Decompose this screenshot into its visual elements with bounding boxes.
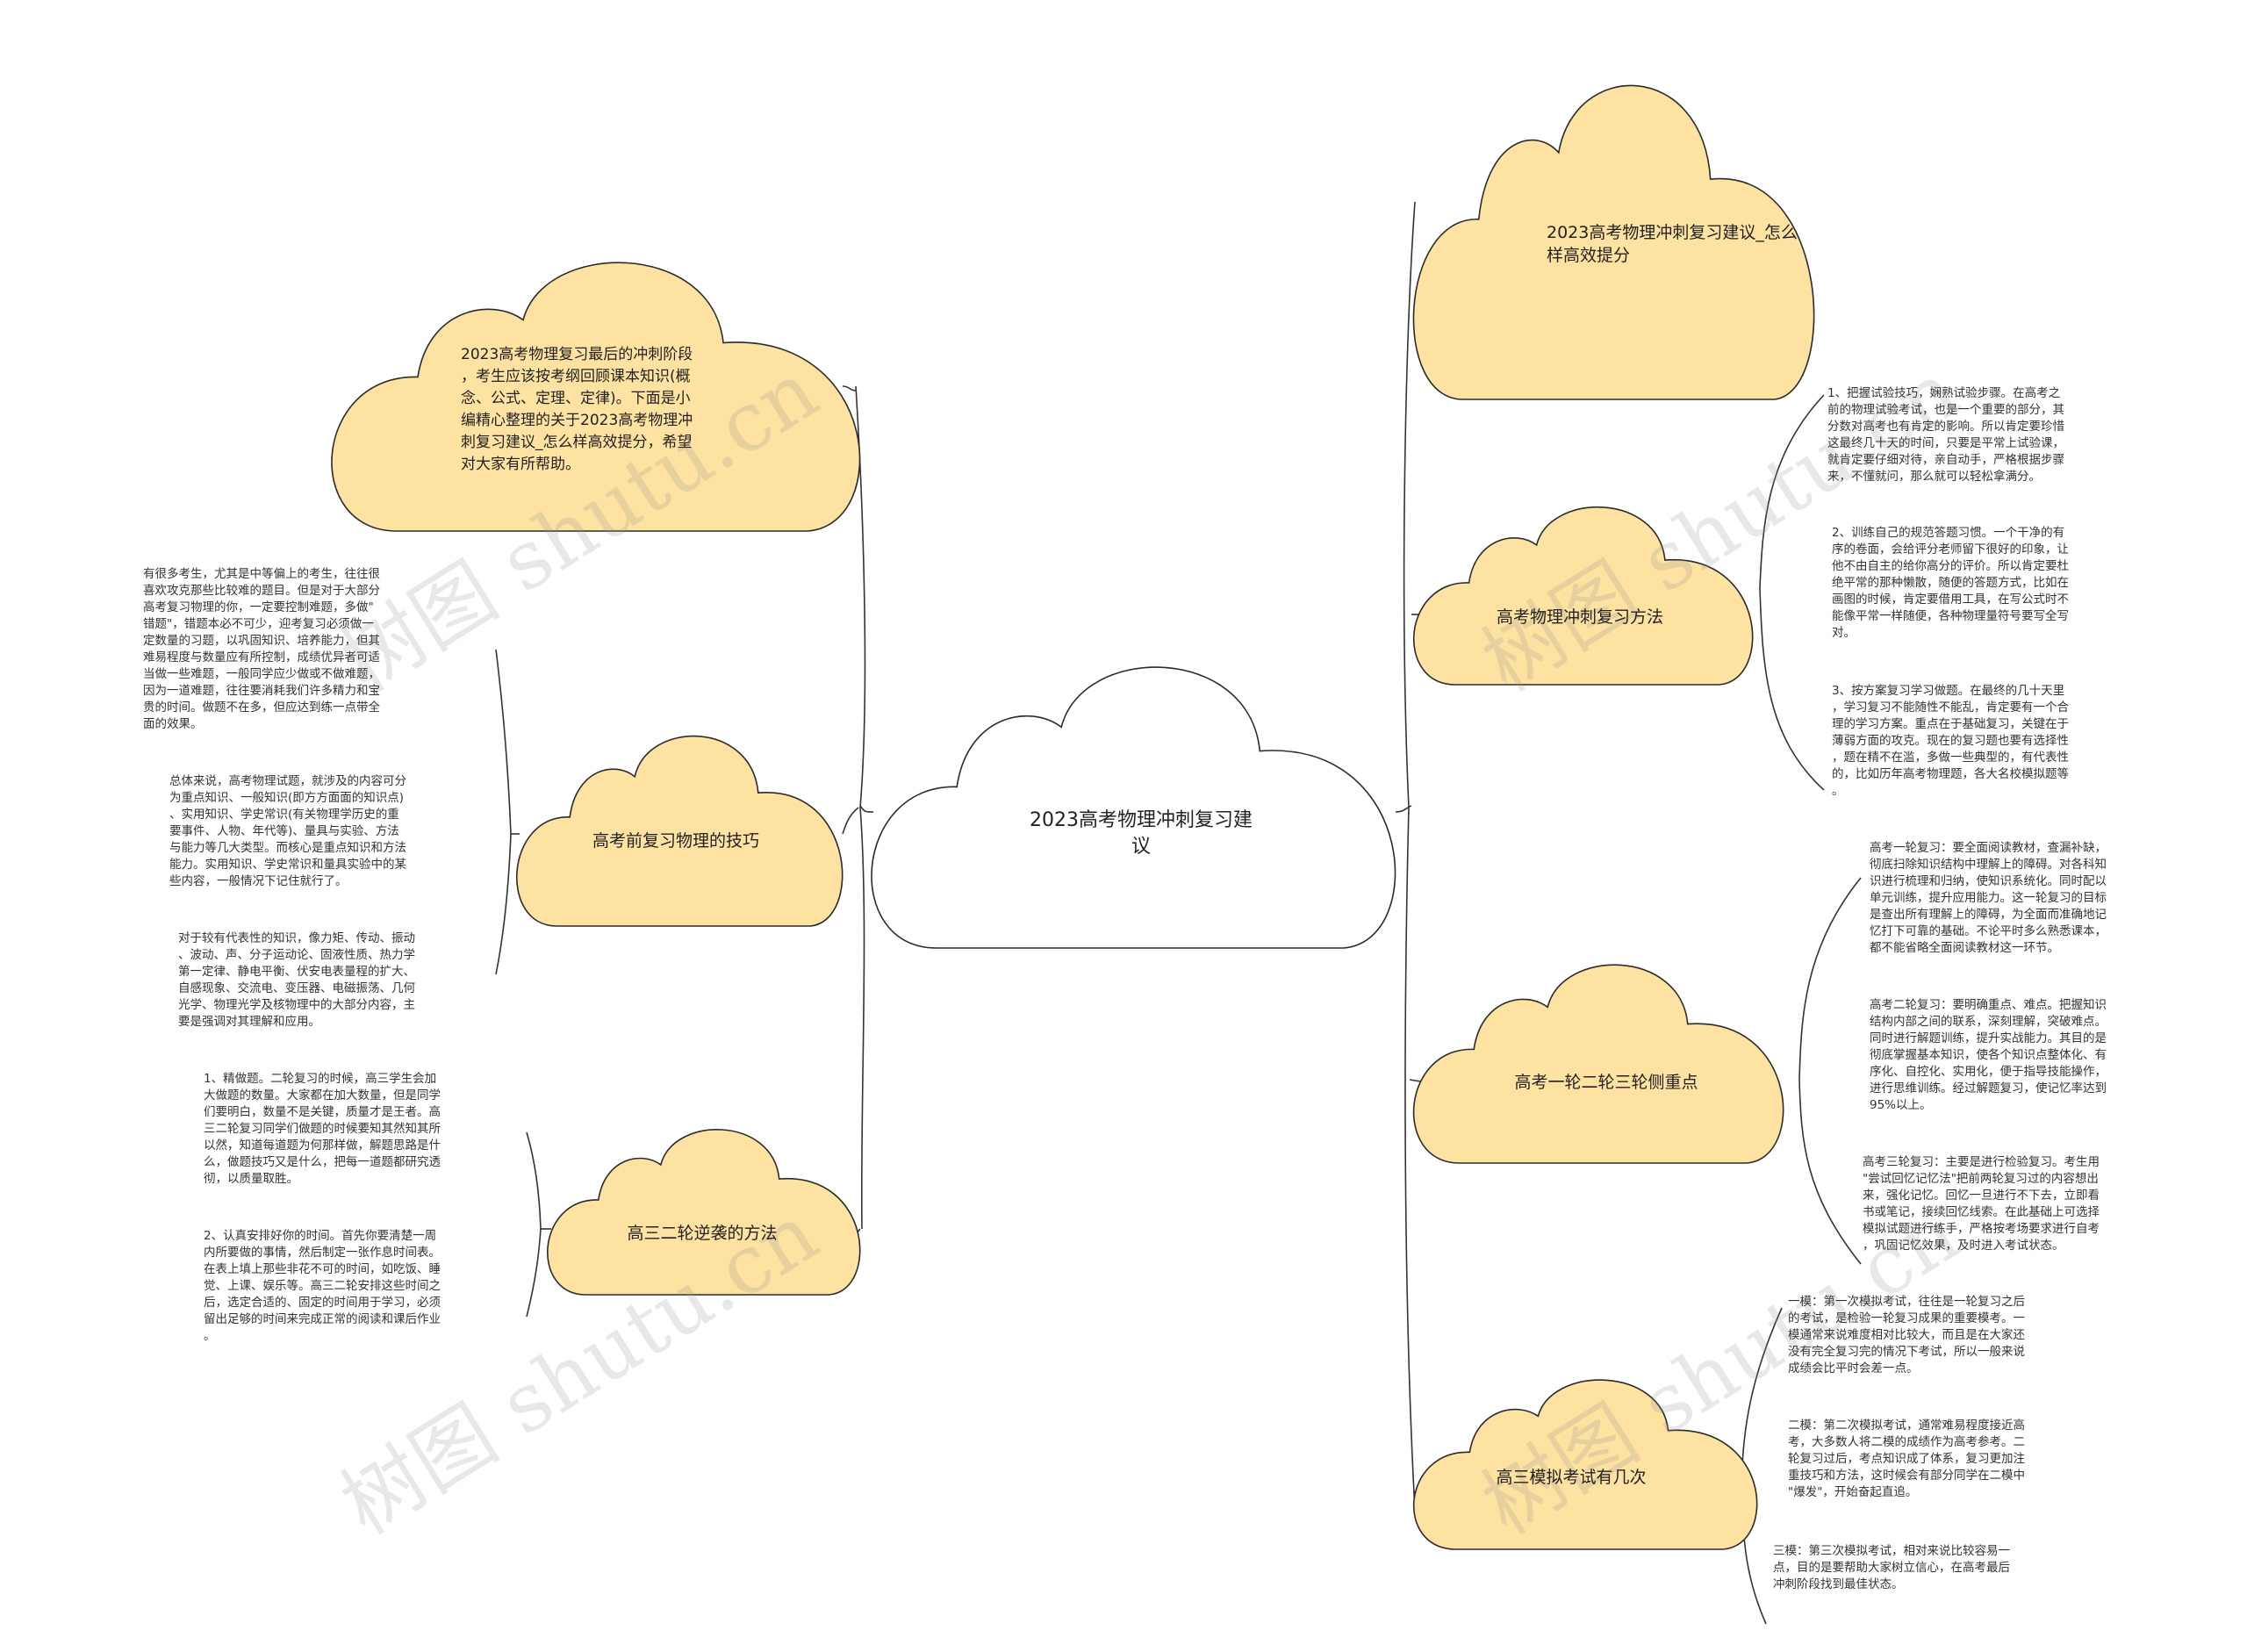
connector-center-left bbox=[859, 805, 874, 813]
note-mock-three: 三模：第三次模拟考试，相对来说比较容易一 点，目的是要帮助大家树立信心，在高考最… bbox=[1773, 1544, 2010, 1591]
note-arrange-time: 2、认真安排好你的时间。首先你要清楚一周 内所要做的事情，然后制定一张作息时间表… bbox=[204, 1229, 441, 1343]
right-spine bbox=[1403, 201, 1416, 1511]
intro-cloud[interactable] bbox=[331, 262, 861, 532]
left-spine bbox=[855, 385, 866, 1230]
note-answer-habits: 2、训练自己的规范答题习惯。一个干净的有 序的卷面，会给评分老师留下很好的印象，… bbox=[1832, 526, 2069, 640]
cloud-second-round-methods[interactable] bbox=[547, 1129, 861, 1296]
cloud-mock-exams[interactable] bbox=[1412, 1379, 1758, 1550]
note-first-round: 高考一轮复习：要全面阅读教材，查漏补缺， 彻底扫除知识结构中理解上的障碍。对各科… bbox=[1870, 841, 2107, 955]
bracket-skills bbox=[495, 649, 512, 975]
branch-sprint-methods[interactable]: 高考物理冲刺复习方法 bbox=[1496, 607, 1663, 627]
connector-left-skills bbox=[842, 807, 859, 835]
branch-exam-skills[interactable]: 高考前复习物理的技巧 bbox=[592, 831, 759, 851]
bracket-sprint bbox=[1759, 394, 1825, 791]
connector-center-right bbox=[1395, 805, 1412, 813]
branch-efficient-score[interactable]: 2023高考物理冲刺复习建议_怎么 样高效提分 bbox=[1547, 223, 1798, 265]
note-representative-knowledge: 对于较有代表性的知识，像力矩、传动、振动 、波动、声、分子运动论、固液性质、热力… bbox=[178, 931, 415, 1029]
note-hard-questions: 有很多考生，尤其是中等偏上的考生，往往很 喜欢攻克那些比较难的题目。但是对于大部… bbox=[143, 567, 380, 731]
note-mock-two: 二模：第二次模拟考试，通常难易程度接近高 考，大多数人将二模的成绩作为高考参考。… bbox=[1788, 1419, 2025, 1499]
bracket-rounds bbox=[1798, 877, 1862, 1265]
note-experiment-skills: 1、把握试验技巧，娴熟试验步骤。在高考之 前的物理试验考试，也是一个重要的部分，… bbox=[1827, 386, 2064, 484]
cloud-sprint-methods[interactable] bbox=[1412, 506, 1754, 686]
note-practice-questions: 1、精做题。二轮复习的时候，高三学生会加 大做题的数量。大家都在加大数量，但是同… bbox=[204, 1072, 441, 1186]
note-third-round: 高考三轮复习：主要是进行检验复习。考生用 "尝试回忆记忆法"把前两轮复习过的内容… bbox=[1863, 1155, 2100, 1253]
cloud-three-rounds-focus[interactable] bbox=[1412, 964, 1784, 1164]
center-cloud[interactable] bbox=[871, 666, 1396, 949]
note-second-round: 高考二轮复习：要明确重点、难点。把握知识 结构内部之间的联系，深刻理解，突破难点… bbox=[1870, 998, 2107, 1112]
cloud-efficient-score[interactable] bbox=[1412, 84, 1815, 400]
bracket-second bbox=[526, 1131, 542, 1318]
center-topic[interactable]: 2023高考物理冲刺复习建 议 bbox=[1030, 809, 1253, 858]
note-mock-one: 一模：第一次模拟考试，往往是一轮复习之后 的考试，是检验一轮复习成果的重要模考。… bbox=[1788, 1295, 2025, 1375]
connector-left-intro bbox=[842, 385, 857, 391]
note-exam-content-types: 总体来说，高考物理试题，就涉及的内容可分 为重点知识、一般知识(即方方面面的知识… bbox=[169, 774, 406, 888]
intro-text[interactable]: 2023高考物理复习最后的冲刺阶段 ，考生应该按考纲回顾课本知识(概 念、公式、… bbox=[461, 346, 693, 473]
branch-second-round-methods[interactable]: 高三二轮逆袭的方法 bbox=[627, 1224, 778, 1243]
cloud-shapes bbox=[331, 84, 1815, 1550]
branch-mock-exams[interactable]: 高三模拟考试有几次 bbox=[1496, 1468, 1647, 1487]
connector-right-rounds bbox=[1409, 1079, 1421, 1082]
cloud-exam-skills[interactable] bbox=[515, 735, 844, 927]
note-study-plan: 3、按方案复习学习做题。在最终的几十天里 ，学习复习不能随性不能乱，肯定要有一个… bbox=[1832, 684, 2069, 798]
branch-three-rounds-focus[interactable]: 高考一轮二轮三轮侧重点 bbox=[1514, 1073, 1698, 1092]
